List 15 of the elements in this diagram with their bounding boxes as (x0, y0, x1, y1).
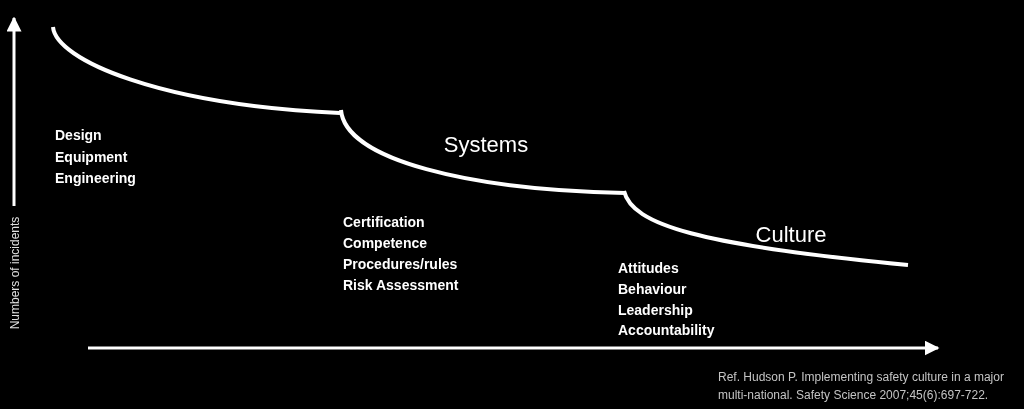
factor-label: Accountability (618, 321, 715, 340)
factor-label: Equipment (55, 148, 128, 167)
factor-label: Certification (343, 213, 425, 232)
reference-caption: Ref. Hudson P. Implementing safety culture in a major multi-national. Safety Science 2007;45(6):697-722. (718, 369, 1005, 404)
factor-label: Design (55, 126, 102, 145)
factor-label: Leadership (618, 301, 693, 320)
factor-label: Engineering (55, 169, 136, 188)
factor-label: Attitudes (618, 259, 679, 278)
factor-label: Behaviour (618, 280, 687, 299)
phase-label: Culture (755, 222, 827, 248)
factor-label: Risk Assessment (343, 276, 459, 295)
factor-label: Procedures/rules (343, 255, 458, 274)
phase-label: Systems (443, 132, 529, 158)
factor-label: Competence (343, 234, 428, 253)
axis-label: Numbers of incidents (8, 216, 22, 330)
